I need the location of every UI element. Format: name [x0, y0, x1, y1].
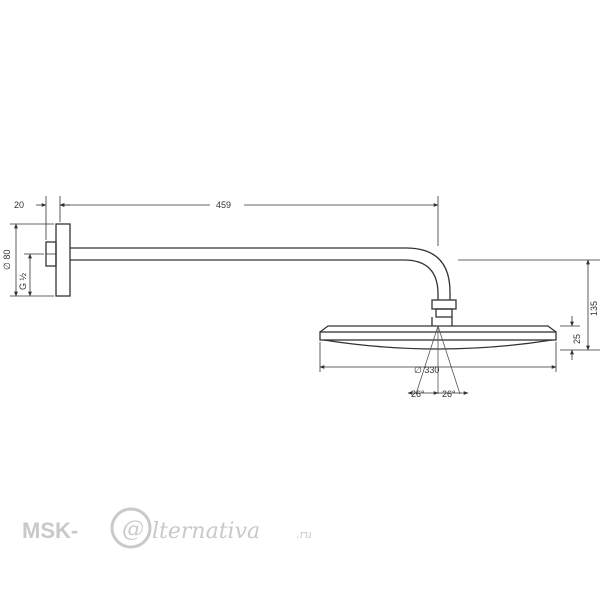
watermark-suffix: .ru	[296, 528, 312, 541]
dim-thread: G ½	[18, 272, 28, 290]
watermark-at: @	[122, 517, 144, 542]
watermark-prefix: MSK-	[22, 518, 78, 543]
shower-arm	[70, 247, 457, 318]
dim-height: 135	[589, 301, 599, 316]
watermark-at-icon	[110, 507, 152, 549]
spray-angle-lines	[415, 325, 461, 395]
dim-head-height: 25	[572, 334, 582, 344]
wall-plate	[45, 223, 71, 297]
dimension-labels: 20 459 ∅ 80 G ½ 135 25 ∅ 330 26° 26°	[2, 200, 599, 399]
dim-arm-length: 459	[216, 200, 231, 210]
dim-plate-depth: 20	[14, 200, 24, 210]
dimension-lines	[10, 196, 600, 395]
dim-angle-left: 26°	[411, 389, 425, 399]
dim-plate-diameter: ∅ 80	[2, 250, 12, 270]
watermark-rest: lternativa	[152, 519, 260, 544]
dim-head-diameter: ∅ 330	[414, 365, 439, 375]
dim-angle-right: 26°	[442, 389, 456, 399]
watermark: MSK- @ lternativa .ru	[22, 507, 312, 549]
